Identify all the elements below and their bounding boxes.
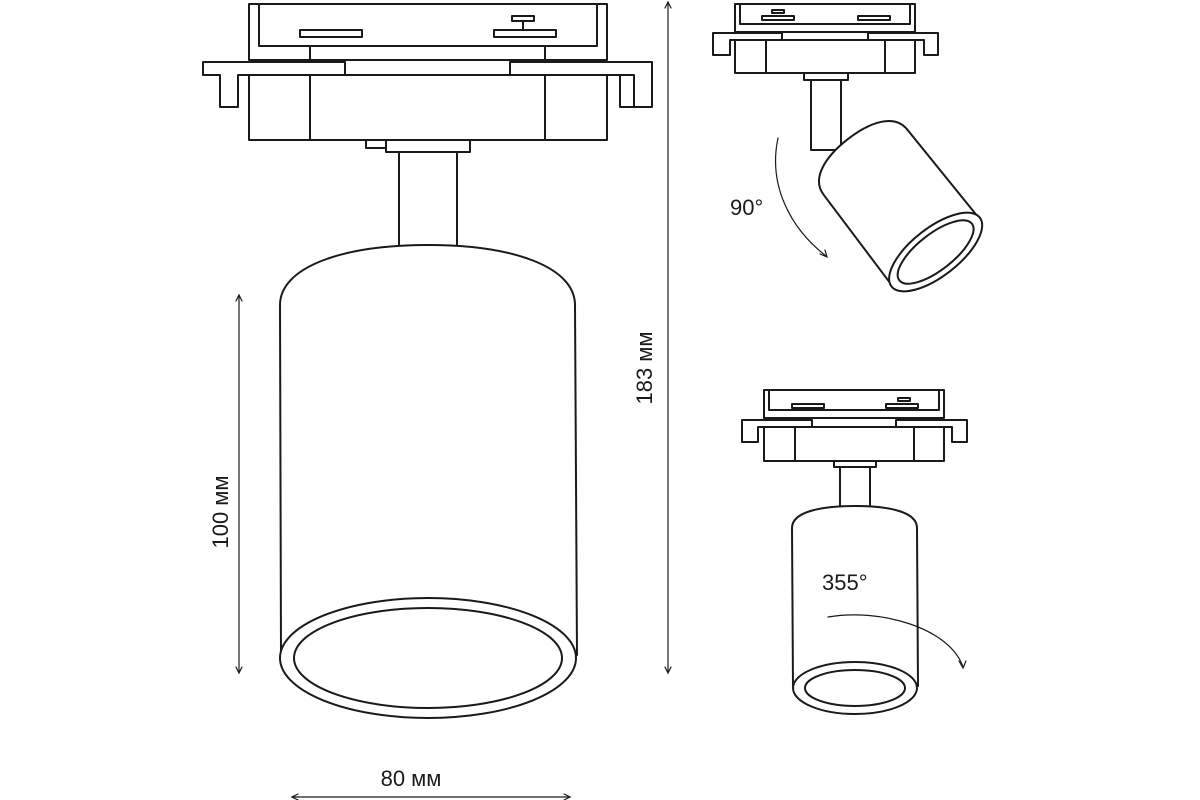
dimension-width: 80 мм — [290, 766, 572, 800]
swivel-view: 355° — [741, 389, 968, 715]
stem — [398, 151, 458, 248]
tilt-view: 90° — [712, 3, 984, 293]
shade-body — [279, 244, 578, 656]
tilt-track-adapter — [712, 3, 939, 81]
shade-opening-outer — [279, 597, 577, 719]
total-height-label: 183 мм — [632, 331, 657, 404]
swivel-stem — [839, 466, 871, 508]
swivel-shade-body — [791, 505, 919, 687]
swivel-arc — [827, 614, 964, 668]
shade-opening-inner — [293, 607, 563, 709]
tilt-shade — [818, 120, 984, 293]
tilt-arc — [774, 137, 827, 257]
front-view — [202, 3, 653, 719]
dimension-shade-height: 100 мм — [208, 293, 243, 675]
width-label: 80 мм — [381, 766, 442, 791]
swivel-shade-opening-outer — [792, 661, 918, 715]
tilt-stem — [810, 79, 842, 151]
shade-height-label: 100 мм — [208, 475, 233, 548]
track-adapter — [202, 3, 653, 153]
swivel-shade-opening-inner — [804, 669, 906, 707]
swivel-track-adapter — [741, 389, 968, 468]
tilt-label: 90° — [730, 195, 763, 220]
swivel-label: 355° — [822, 570, 868, 595]
dimension-total-height: 183 мм — [632, 0, 672, 675]
